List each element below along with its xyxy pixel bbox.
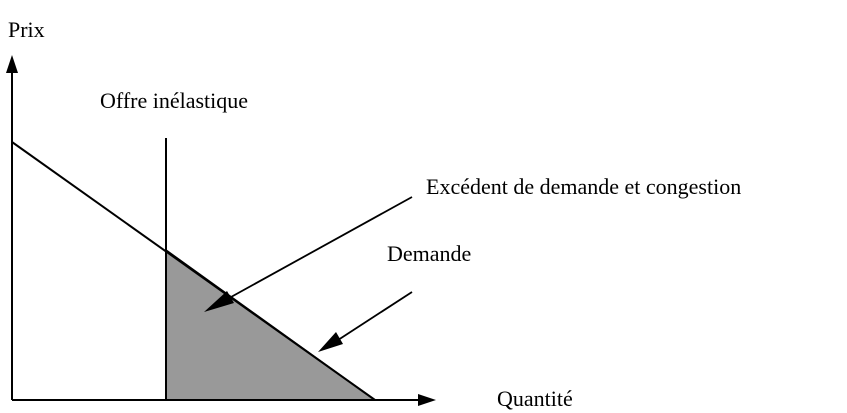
excess-pointer-line xyxy=(221,196,413,303)
demand-label: Demande xyxy=(387,241,471,266)
demand-pointer-arrowhead xyxy=(318,332,343,352)
x-axis-label: Quantité xyxy=(497,386,573,411)
demand-pointer-line xyxy=(334,291,413,343)
y-axis-label: Prix xyxy=(8,17,45,42)
excess-pointer-arrowhead xyxy=(204,291,234,312)
x-axis-arrowhead xyxy=(418,394,436,406)
excess-demand-label: Excédent de demande et congestion xyxy=(426,174,741,199)
supply-label: Offre inélastique xyxy=(100,88,248,113)
y-axis-arrowhead xyxy=(6,55,18,73)
demand-curve xyxy=(11,141,376,401)
